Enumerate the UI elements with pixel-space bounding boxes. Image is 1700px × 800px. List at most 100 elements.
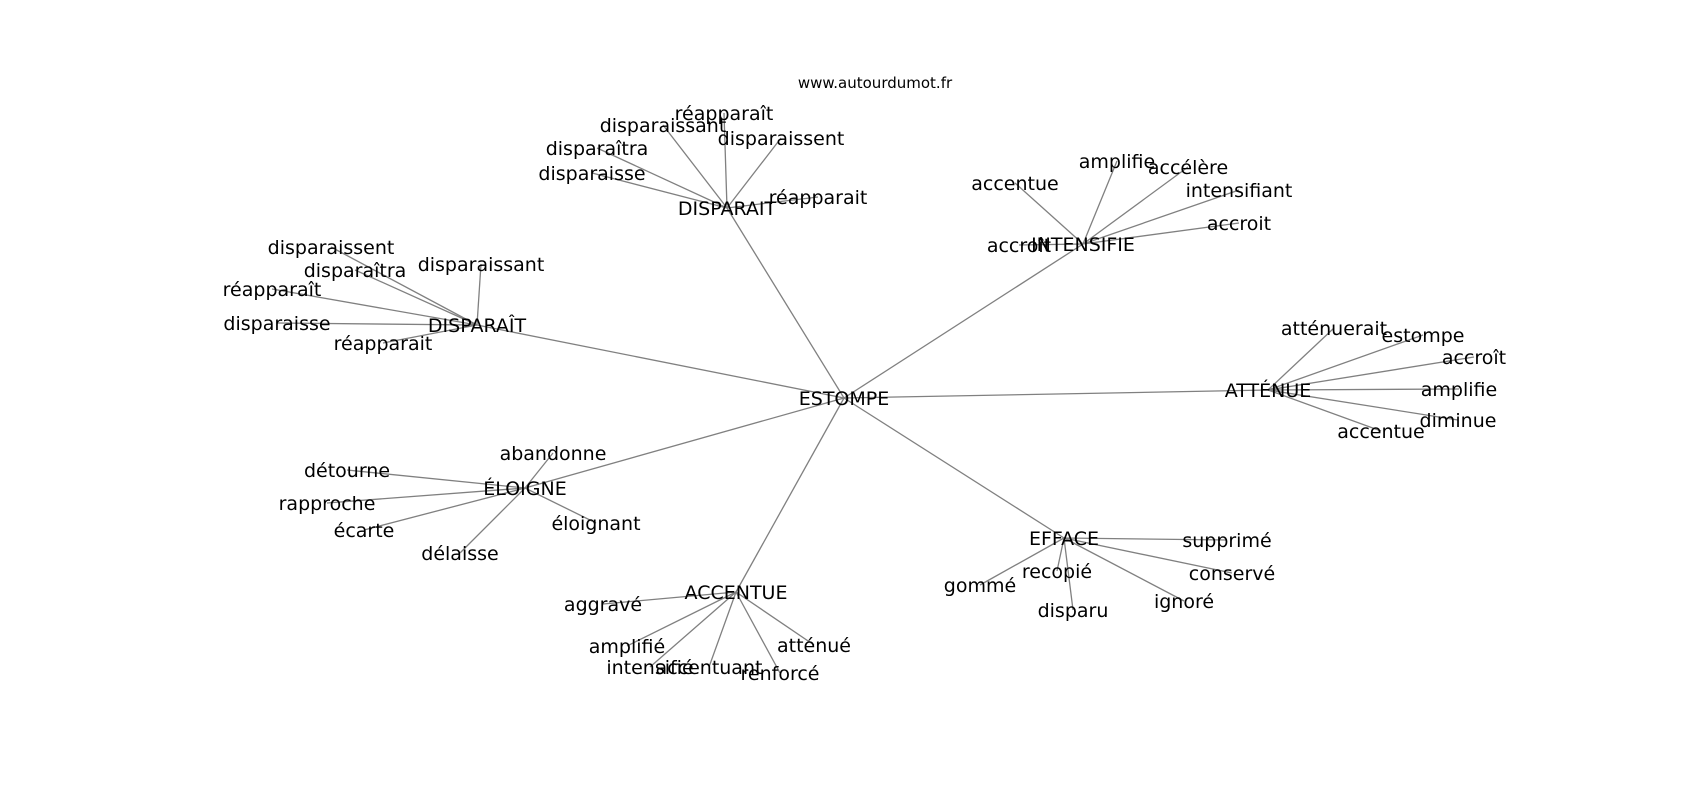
edge-center-disparait-circ — [476, 324, 845, 399]
edge-efface-word — [1056, 537, 1065, 572]
word-node: disparaissant — [600, 115, 727, 137]
edge-efface-word — [1063, 537, 1228, 541]
edge-eloigne-word — [524, 452, 554, 489]
edge-center-attenue — [843, 389, 1269, 399]
edge-disparait-word — [726, 137, 782, 209]
edge-eloigne-word — [524, 487, 597, 524]
edge-center-eloigne — [524, 397, 845, 489]
edge-disparait-word — [591, 172, 728, 209]
group-node-eloigne: ÉLOIGNE — [483, 477, 566, 500]
edge-efface-word — [979, 537, 1065, 586]
edge-accentue-word — [649, 591, 737, 668]
word-node: accroit — [1207, 213, 1271, 235]
word-node: réapparait — [769, 187, 868, 209]
word-node: accroît — [1442, 347, 1506, 369]
edge-efface-word — [1063, 537, 1074, 611]
word-node: rapproche — [279, 493, 376, 515]
word-node: disparaîtra — [546, 138, 649, 160]
word-node: accélère — [1148, 157, 1228, 179]
word-node: écarte — [334, 520, 395, 542]
edge-disparait-circ-word — [276, 322, 478, 326]
word-node: éloignant — [551, 513, 640, 535]
word-node: disparaîtra — [304, 260, 407, 282]
word-node: diminue — [1420, 410, 1497, 432]
group-node-disparait: DISPARAIT — [678, 198, 777, 220]
edge-intensifie-word — [1014, 182, 1084, 245]
graph-edges — [271, 112, 1475, 674]
edge-disparait-circ-word — [330, 246, 478, 326]
word-node: accentue — [1337, 421, 1424, 443]
group-node-attenue: ATTÉNUE — [1225, 379, 1312, 402]
edge-eloigne-word — [346, 469, 526, 489]
word-node: accentuant — [656, 657, 763, 679]
word-node: disparaissent — [268, 237, 395, 259]
edge-eloigne-word — [326, 487, 526, 504]
word-node: réapparaît — [223, 279, 322, 301]
word-node: accroît — [987, 235, 1051, 257]
edge-center-accentue — [735, 397, 845, 593]
edge-accentue-word — [708, 591, 737, 668]
word-node: disparaisse — [538, 163, 645, 185]
word-node: amplifie — [1421, 379, 1497, 401]
word-node: disparaissent — [718, 128, 845, 150]
word-node: intensifiant — [1186, 180, 1293, 202]
edge-accentue-word — [735, 591, 815, 646]
edge-intensifie-word — [1082, 222, 1240, 245]
word-node: atténué — [777, 635, 851, 657]
edge-intensifie-word — [1082, 166, 1189, 245]
edge-disparait-circ-word — [382, 324, 478, 344]
edge-disparait-word — [723, 112, 728, 209]
edge-center-intensifie — [843, 243, 1084, 399]
edge-attenue-word — [1267, 356, 1475, 391]
edge-disparait-circ-word — [354, 269, 478, 326]
word-node: amplifie — [1079, 151, 1155, 173]
edge-attenue-word — [1267, 334, 1424, 391]
group-node-efface: EFFACE — [1029, 528, 1099, 550]
edge-intensifie-word — [1082, 189, 1240, 245]
group-node-accentue: ACCENTUE — [685, 582, 788, 604]
edge-attenue-word — [1267, 389, 1382, 432]
word-node: recopié — [1022, 561, 1092, 583]
word-node: gommé — [944, 575, 1016, 597]
word-node: délaisse — [421, 543, 498, 565]
word-node: accentue — [971, 173, 1058, 195]
edge-disparait-word — [726, 196, 819, 209]
word-node: abandonne — [500, 443, 607, 465]
edge-efface-word — [1063, 537, 1233, 574]
group-node-disparait-circ: DISPARAÎT — [428, 314, 527, 337]
edge-attenue-word — [1267, 327, 1335, 391]
edge-accentue-word — [602, 591, 737, 605]
word-node: conservé — [1189, 563, 1275, 585]
graph-labels: ESTOMPEDISPARAITréapparaîtdisparaissantd… — [223, 103, 1506, 685]
word-node: réapparait — [334, 333, 433, 355]
word-node: réapparaît — [675, 103, 774, 125]
edge-eloigne-word — [363, 487, 526, 531]
center-node: ESTOMPE — [799, 388, 889, 410]
word-node: amplifié — [589, 636, 665, 658]
word-node: disparu — [1038, 600, 1109, 622]
edge-disparait-word — [662, 124, 728, 209]
edge-accentue-word — [735, 591, 781, 674]
word-node: intensifié — [606, 657, 693, 679]
edge-intensifie-word — [1018, 243, 1084, 246]
edge-efface-word — [1063, 537, 1185, 602]
edge-intensifie-word — [1082, 160, 1118, 245]
source-watermark: www.autourdumot.fr — [798, 74, 953, 92]
word-node: supprimé — [1182, 530, 1271, 552]
word-node: détourne — [304, 460, 390, 482]
edge-center-efface — [843, 397, 1065, 539]
edge-center-disparait — [726, 207, 845, 399]
word-node: disparaissant — [418, 254, 545, 276]
word-node: renforcé — [741, 663, 820, 685]
word-node: estompe — [1382, 325, 1465, 347]
edge-disparait-circ-word — [476, 263, 482, 326]
word-node: aggravé — [564, 594, 642, 616]
edge-attenue-word — [1267, 389, 1459, 421]
edge-accentue-word — [626, 591, 737, 647]
edge-disparait-circ-word — [271, 288, 478, 326]
edge-eloigne-word — [459, 487, 526, 554]
edge-attenue-word — [1267, 388, 1460, 391]
word-node: disparaisse — [223, 313, 330, 335]
word-node: ignoré — [1154, 591, 1214, 613]
